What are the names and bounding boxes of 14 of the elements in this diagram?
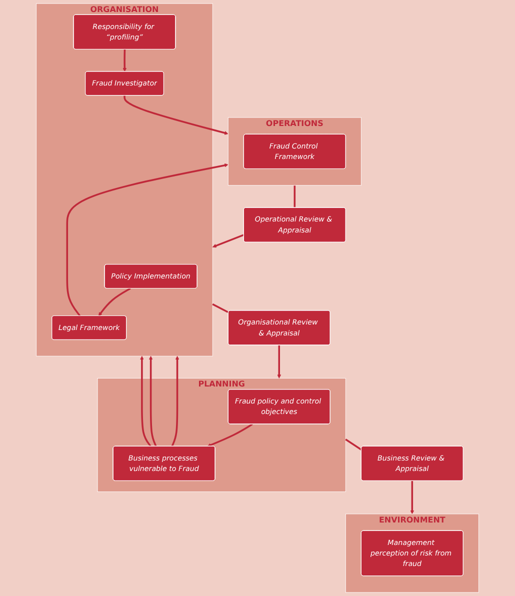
arrow (410, 480, 414, 514)
arrow (212, 234, 244, 248)
arrow (207, 423, 253, 447)
arrow (66, 163, 228, 316)
arrow (98, 288, 131, 316)
arrow (148, 356, 157, 446)
arrow (140, 356, 152, 447)
connector (345, 438, 362, 450)
arrow (277, 345, 282, 378)
arrow (171, 356, 180, 446)
arrow (124, 95, 228, 135)
arrow (122, 49, 127, 72)
connector (294, 185, 296, 208)
connector (212, 303, 229, 314)
